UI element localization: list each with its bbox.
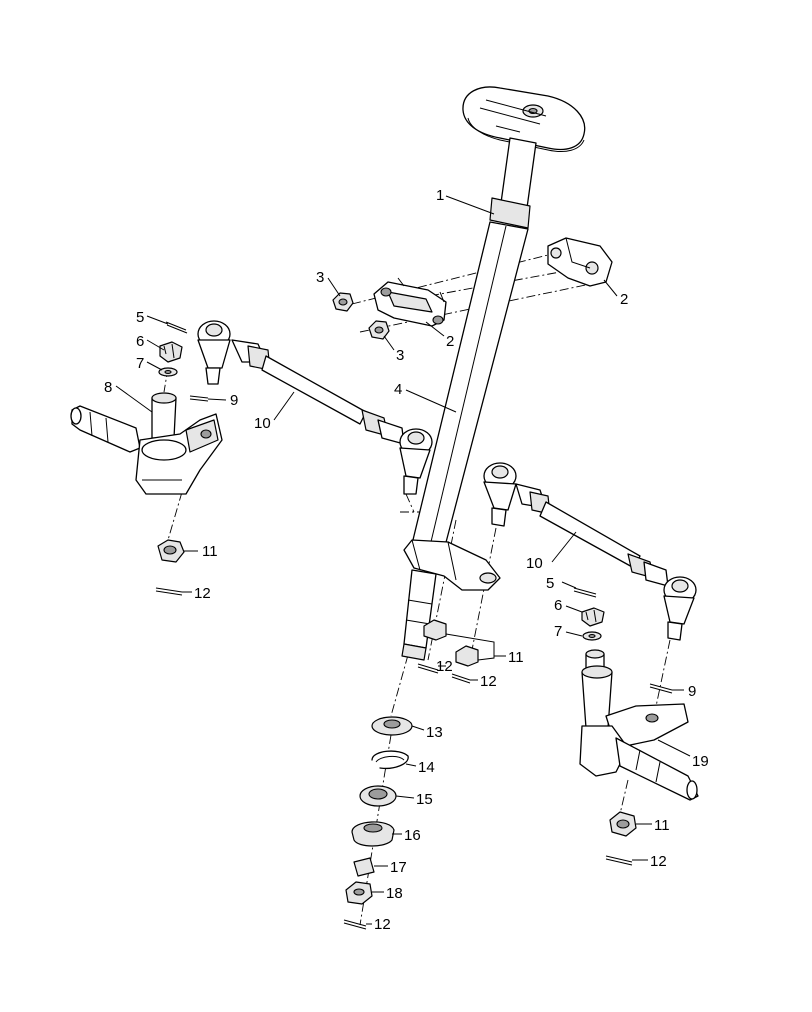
cotter-pin-lower-right <box>605 855 633 866</box>
callout-bearing: 15 <box>416 791 433 808</box>
callout-bushing: 17 <box>390 859 407 876</box>
pin-left <box>189 395 209 402</box>
castle-nut-left <box>159 341 183 363</box>
callout-lock-nut-center: 11 <box>508 649 524 666</box>
callout-tie-rod-right: 10 <box>526 555 543 572</box>
washer-right <box>582 631 602 641</box>
callout-washer-left: 7 <box>136 355 144 372</box>
callout-cotter-center-b: 12 <box>480 673 497 690</box>
callout-knuckle-left: 8 <box>104 379 112 396</box>
seal-cup <box>351 821 395 847</box>
cotter-pin-lower-left <box>155 587 183 596</box>
castle-nut-right <box>581 607 605 627</box>
callout-cotter-center-a: 12 <box>436 658 453 675</box>
callout-bracket-right: 2 <box>620 291 628 308</box>
callout-pin-left: 9 <box>230 392 238 409</box>
lock-nut-left <box>157 539 185 563</box>
callout-cotter-bottom: 12 <box>374 916 391 933</box>
lock-nut-center <box>423 619 479 667</box>
bushing <box>353 857 375 877</box>
callout-bracket-front: 2 <box>446 333 454 350</box>
callout-cotter-right: 5 <box>546 575 554 592</box>
cotter-pin-left <box>165 321 188 334</box>
callout-lock-nut-left: 11 <box>202 543 218 560</box>
washer-left <box>158 367 178 377</box>
callout-column-lower: 4 <box>394 381 402 398</box>
flange-nut <box>345 881 373 905</box>
steering-shaft <box>411 86 586 551</box>
callout-lock-nut-right: 11 <box>654 817 670 834</box>
shaft-bracket-front <box>373 277 447 327</box>
cotter-pin-bottom <box>343 919 367 930</box>
callout-knuckle-right: 19 <box>692 753 709 770</box>
callout-nut-lower: 3 <box>396 347 404 364</box>
steering-column-lower <box>401 539 501 661</box>
shaft-bracket-right <box>547 237 613 287</box>
callout-steering-shaft: 1 <box>436 187 444 204</box>
tie-rod-right <box>483 462 697 641</box>
callout-seal-cup: 16 <box>404 827 421 844</box>
steering-knuckle-left <box>70 392 223 495</box>
callout-bearing-cap: 13 <box>426 724 443 741</box>
callout-snap-ring: 14 <box>418 759 435 776</box>
callout-tie-rod-left: 10 <box>254 415 271 432</box>
cotter-pin-right <box>573 587 597 598</box>
callout-nut-upper: 3 <box>316 269 324 286</box>
callout-cotter-left: 5 <box>136 309 144 326</box>
callout-washer-right: 7 <box>554 623 562 640</box>
tie-rod-left <box>197 320 433 495</box>
callout-castle-nut-left: 6 <box>136 333 144 350</box>
bearing <box>359 785 397 807</box>
lock-nut-right <box>609 811 637 837</box>
pin-right <box>649 683 673 694</box>
bracket-nut-lower <box>368 320 390 340</box>
callout-pin-right: 9 <box>688 683 696 700</box>
callout-cotter-lower-right: 12 <box>650 853 667 870</box>
bracket-nut-upper <box>332 292 354 312</box>
steering-knuckle-right <box>579 649 699 801</box>
leader-lines <box>115 195 691 925</box>
bearing-cap <box>371 716 413 736</box>
callouts: 1 2 2 3 3 4 5 5 6 6 7 7 8 9 9 10 10 11 1… <box>104 187 709 933</box>
callout-cotter-lower-left: 12 <box>194 585 211 602</box>
callout-castle-nut-right: 6 <box>554 597 562 614</box>
callout-flange-nut: 18 <box>386 885 403 902</box>
cotter-pin-center <box>417 663 471 684</box>
snap-ring <box>371 750 409 770</box>
